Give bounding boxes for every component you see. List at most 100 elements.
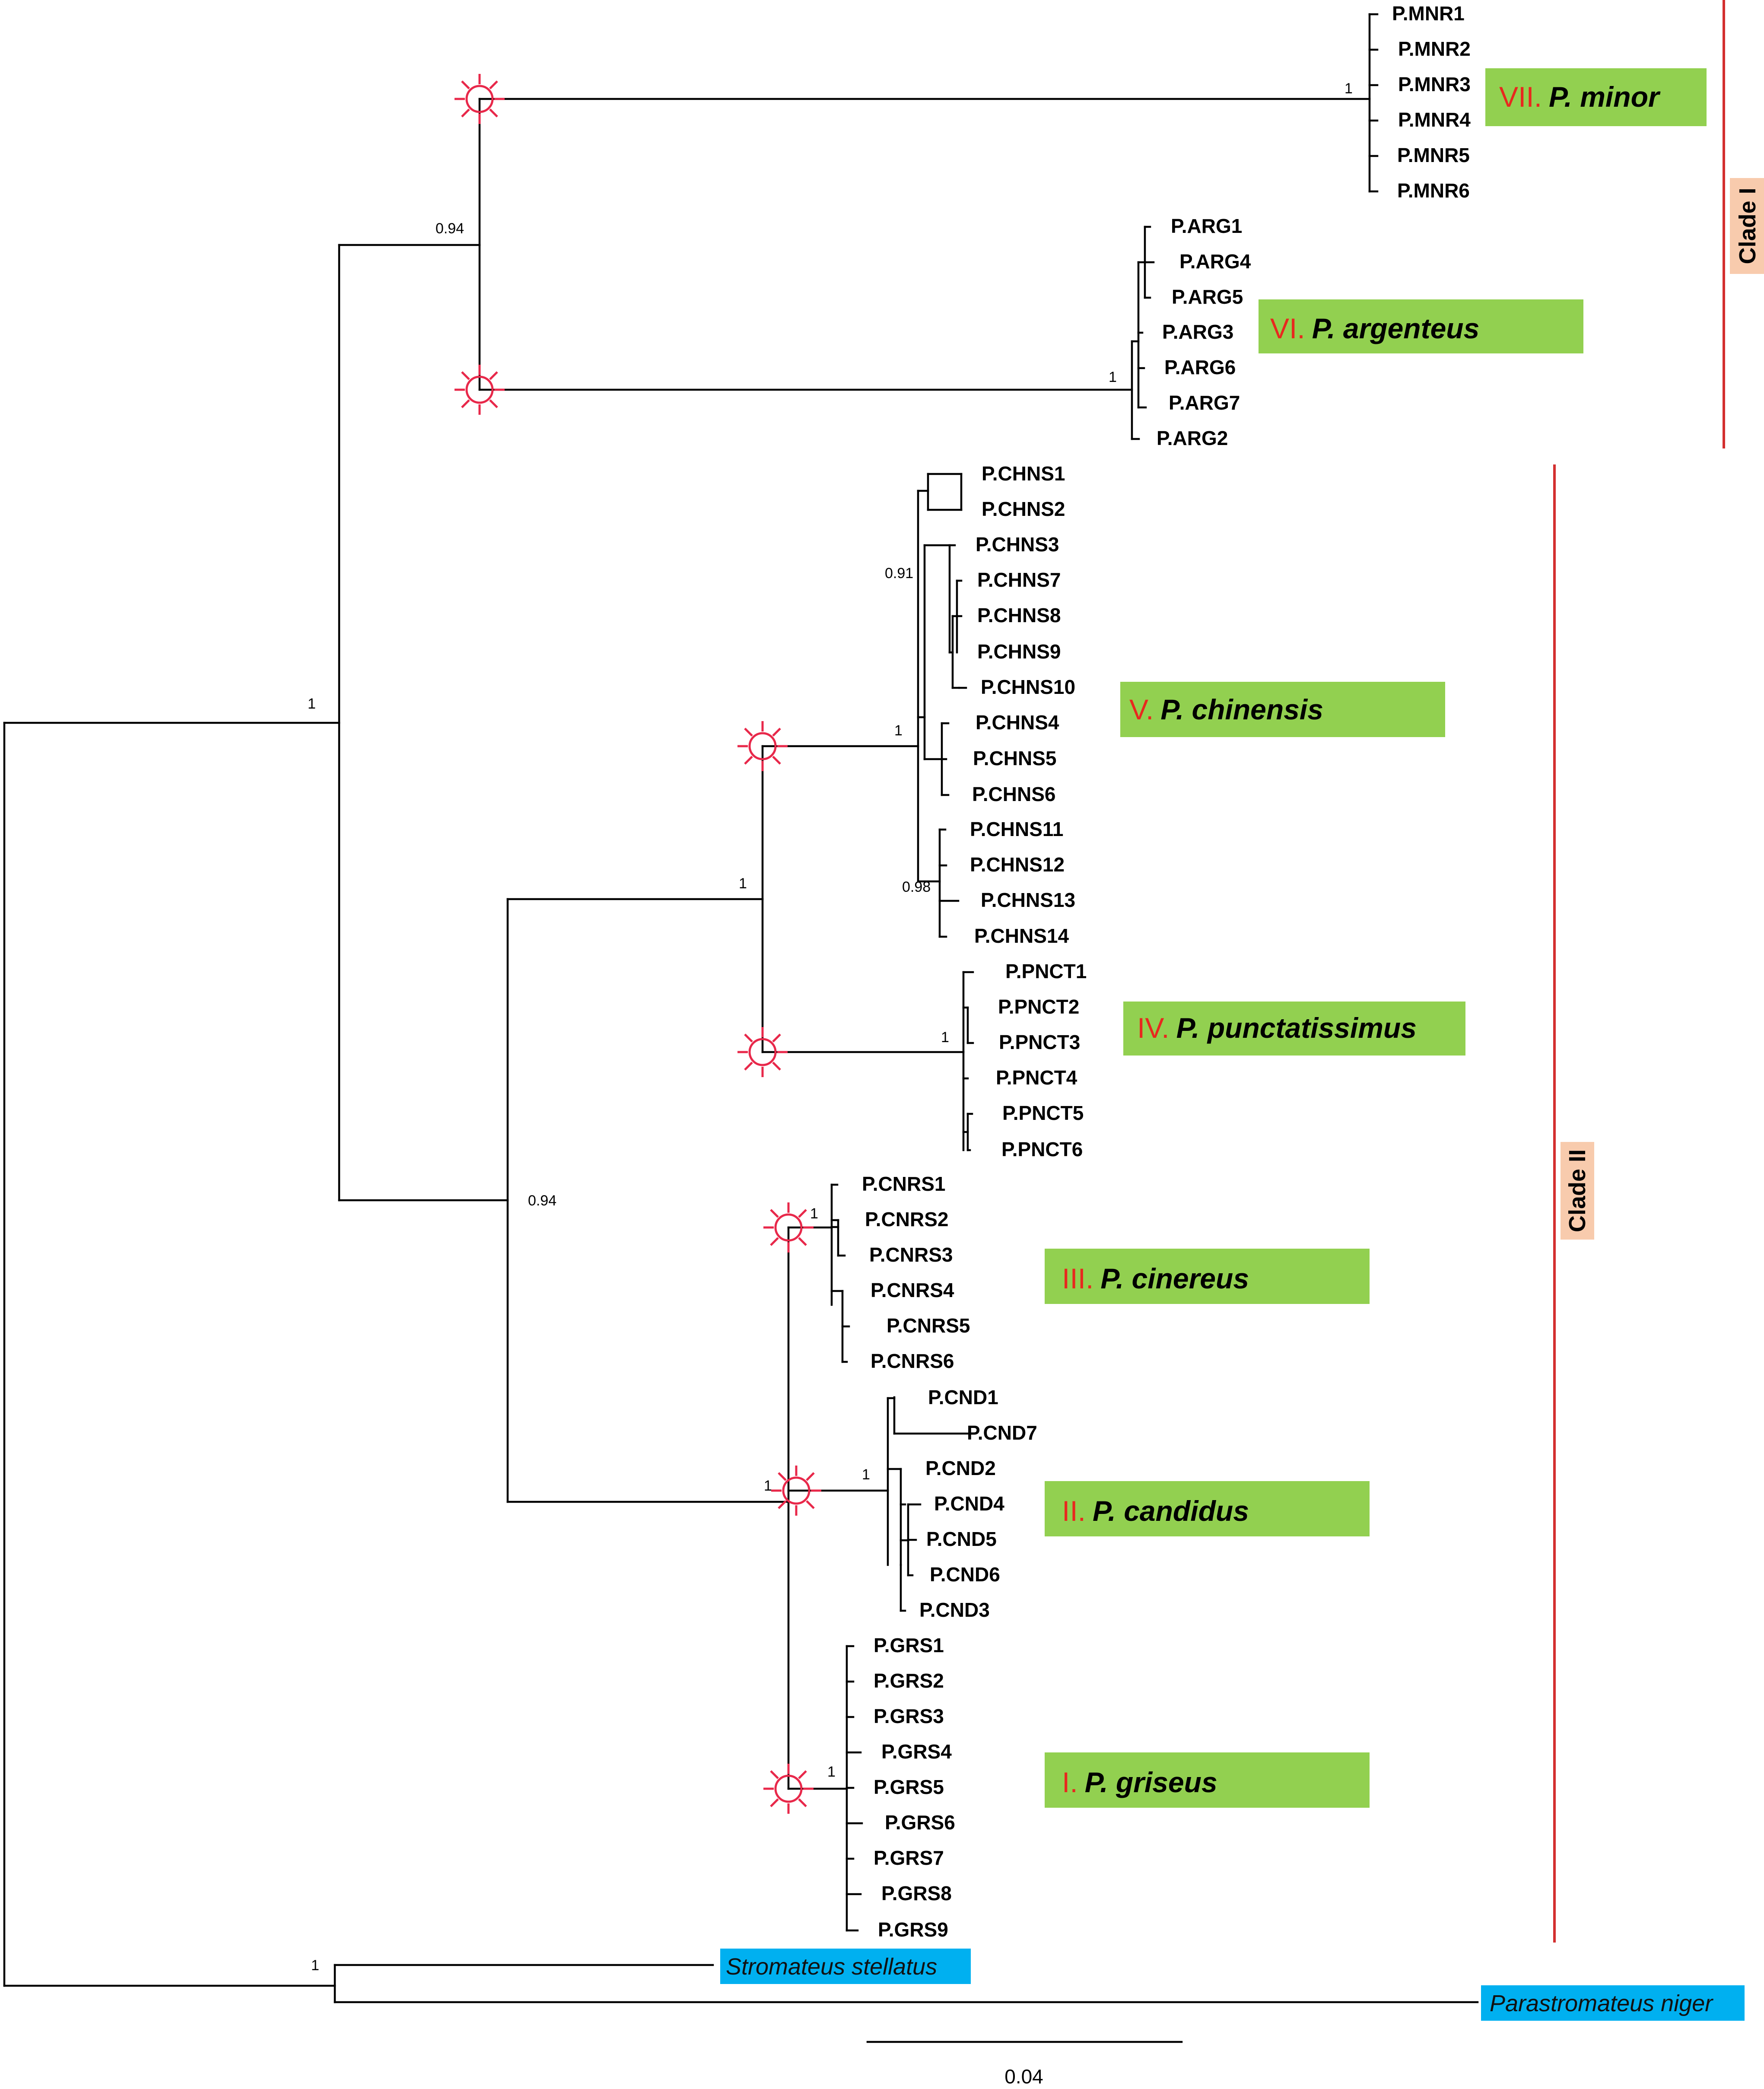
support-value: 0.98 (902, 879, 931, 895)
svg-text:I.P. griseus: I.P. griseus (1062, 1766, 1217, 1798)
tip-labels: P.MNR1 P.MNR2 P.MNR3 P.MNR4 P.MNR5 P.MNR… (862, 2, 1471, 1941)
svg-text:VII.P. minor: VII.P. minor (1499, 81, 1661, 113)
species-name: P. punctatissimus (1176, 1012, 1417, 1044)
species-name: P. argenteus (1312, 312, 1480, 344)
tip-label: P.CHNS14 (974, 925, 1069, 947)
svg-text:V.P. chinensis: V.P. chinensis (1129, 693, 1323, 725)
tip-label: P.MNR6 (1397, 179, 1470, 202)
tip-label: P.ARG1 (1171, 215, 1242, 237)
tip-label: P.CHNS3 (976, 533, 1059, 556)
tip-label: P.CND6 (930, 1563, 1000, 1586)
tip-label: P.CND3 (919, 1599, 990, 1621)
tip-label: P.PNCT4 (996, 1066, 1077, 1089)
tip-label: P.CHNS11 (970, 818, 1064, 840)
tip-label: P.PNCT3 (999, 1031, 1080, 1053)
species-box-argenteus: VI.P. argenteus (1259, 299, 1583, 353)
tip-label: P.MNR5 (1397, 144, 1470, 166)
species-box-griseus: I.P. griseus (1045, 1752, 1370, 1808)
clade-label: Clade II (1564, 1149, 1590, 1232)
support-value: 1 (1109, 369, 1117, 385)
support-value: 1 (894, 722, 903, 739)
sun-icon (737, 721, 788, 771)
tip-label: P.GRS9 (878, 1918, 948, 1941)
tip-label: P.ARG3 (1162, 321, 1233, 343)
clade-label: Clade I (1735, 188, 1761, 264)
clade-bar-2: Clade II (1553, 464, 1594, 1943)
tip-label: P.GRS1 (874, 1634, 944, 1657)
support-value: 1 (764, 1478, 772, 1494)
support-value: 0.94 (528, 1192, 556, 1209)
scale-bar: 0.04 (866, 2041, 1183, 2088)
tip-label: P.ARG6 (1164, 356, 1236, 378)
species-name: P. cinereus (1100, 1262, 1249, 1294)
support-value: 1 (311, 1957, 319, 1974)
tip-label: P.CNRS4 (871, 1279, 954, 1301)
species-number: VI. (1270, 312, 1305, 344)
tip-label: P.ARG2 (1157, 427, 1228, 449)
tip-label: P.CHNS9 (977, 640, 1061, 663)
species-name: P. minor (1549, 81, 1661, 113)
sun-icon (771, 1466, 821, 1516)
tip-label: P.CHNS6 (972, 783, 1055, 805)
sun-icon (455, 74, 505, 124)
species-box-punctatissimus: IV.P. punctatissimus (1123, 1002, 1465, 1056)
tip-label: P.MNR2 (1398, 38, 1471, 60)
species-box-cinereus: III.P. cinereus (1045, 1249, 1370, 1304)
support-value: 1 (941, 1029, 949, 1046)
sun-icon (763, 1202, 814, 1253)
support-value: 1 (1344, 80, 1353, 97)
outgroup-box-niger: Parastromateus niger (1481, 1985, 1745, 2021)
species-number: I. (1062, 1766, 1078, 1798)
clade-bar-1: Clade I (1723, 0, 1764, 448)
tip-label: P.CHNS13 (981, 889, 1075, 911)
support-value: 1 (862, 1466, 870, 1483)
tip-label: P.GRS8 (881, 1882, 952, 1905)
tip-label: P.ARG7 (1169, 391, 1240, 414)
tip-label: P.GRS3 (874, 1705, 944, 1727)
support-value: 1 (308, 696, 316, 712)
species-name: P. candidus (1093, 1495, 1249, 1527)
species-box-chinensis: V.P. chinensis (1120, 682, 1445, 737)
species-box-minor: VII.P. minor (1485, 68, 1707, 126)
support-values: 1 0.94 1 1 0.94 1 1 0.91 0.98 1 1 1 1 1 … (308, 80, 1353, 1974)
tree-branches (3, 13, 1479, 2003)
support-value: 1 (810, 1205, 818, 1222)
tip-label: P.CHNS2 (982, 498, 1065, 520)
tip-label: P.CHNS12 (970, 853, 1065, 876)
support-value: 1 (739, 875, 747, 892)
tip-label: P.CHNS10 (981, 676, 1075, 698)
tip-label: P.GRS2 (874, 1669, 944, 1692)
tip-label: P.CHNS4 (976, 711, 1059, 734)
node-markers (455, 74, 821, 1814)
species-number: II. (1062, 1495, 1086, 1527)
svg-text:III.P. cinereus: III.P. cinereus (1062, 1262, 1249, 1294)
tip-label: P.CNRS1 (862, 1173, 945, 1195)
tip-label: P.CND5 (926, 1528, 997, 1550)
tip-label: P.ARG5 (1172, 286, 1243, 308)
outgroup-box-stellatus: Stromateus stellatus (720, 1949, 971, 1984)
tip-label: P.MNR4 (1398, 108, 1471, 131)
tip-label: P.PNCT5 (1002, 1102, 1084, 1124)
tip-label: P.CNRS2 (865, 1208, 948, 1231)
tip-label: P.PNCT1 (1005, 960, 1087, 982)
scale-label: 0.04 (1004, 2065, 1043, 2088)
tip-label: P.GRS7 (874, 1847, 944, 1869)
sun-icon (737, 1027, 788, 1077)
tip-label: P.CNRS3 (869, 1243, 953, 1266)
tip-label: P.MNR3 (1398, 73, 1471, 95)
species-name: P. griseus (1085, 1766, 1217, 1798)
tip-label: P.GRS4 (881, 1740, 952, 1763)
tip-label: P.MNR1 (1392, 2, 1465, 25)
species-number: IV. (1137, 1012, 1170, 1044)
svg-text:IV.P. punctatissimus: IV.P. punctatissimus (1137, 1012, 1417, 1044)
tip-label: P.CHNS8 (977, 604, 1061, 626)
support-value: 1 (827, 1764, 836, 1780)
species-number: III. (1062, 1262, 1093, 1294)
tip-label: P.CHNS5 (973, 747, 1056, 769)
svg-text:VI.P. argenteus: VI.P. argenteus (1270, 312, 1479, 344)
species-number: VII. (1499, 81, 1542, 113)
tip-label: P.GRS6 (885, 1811, 955, 1834)
tip-label: P.CNRS5 (887, 1314, 970, 1337)
tip-label: P.ARG4 (1179, 250, 1251, 273)
